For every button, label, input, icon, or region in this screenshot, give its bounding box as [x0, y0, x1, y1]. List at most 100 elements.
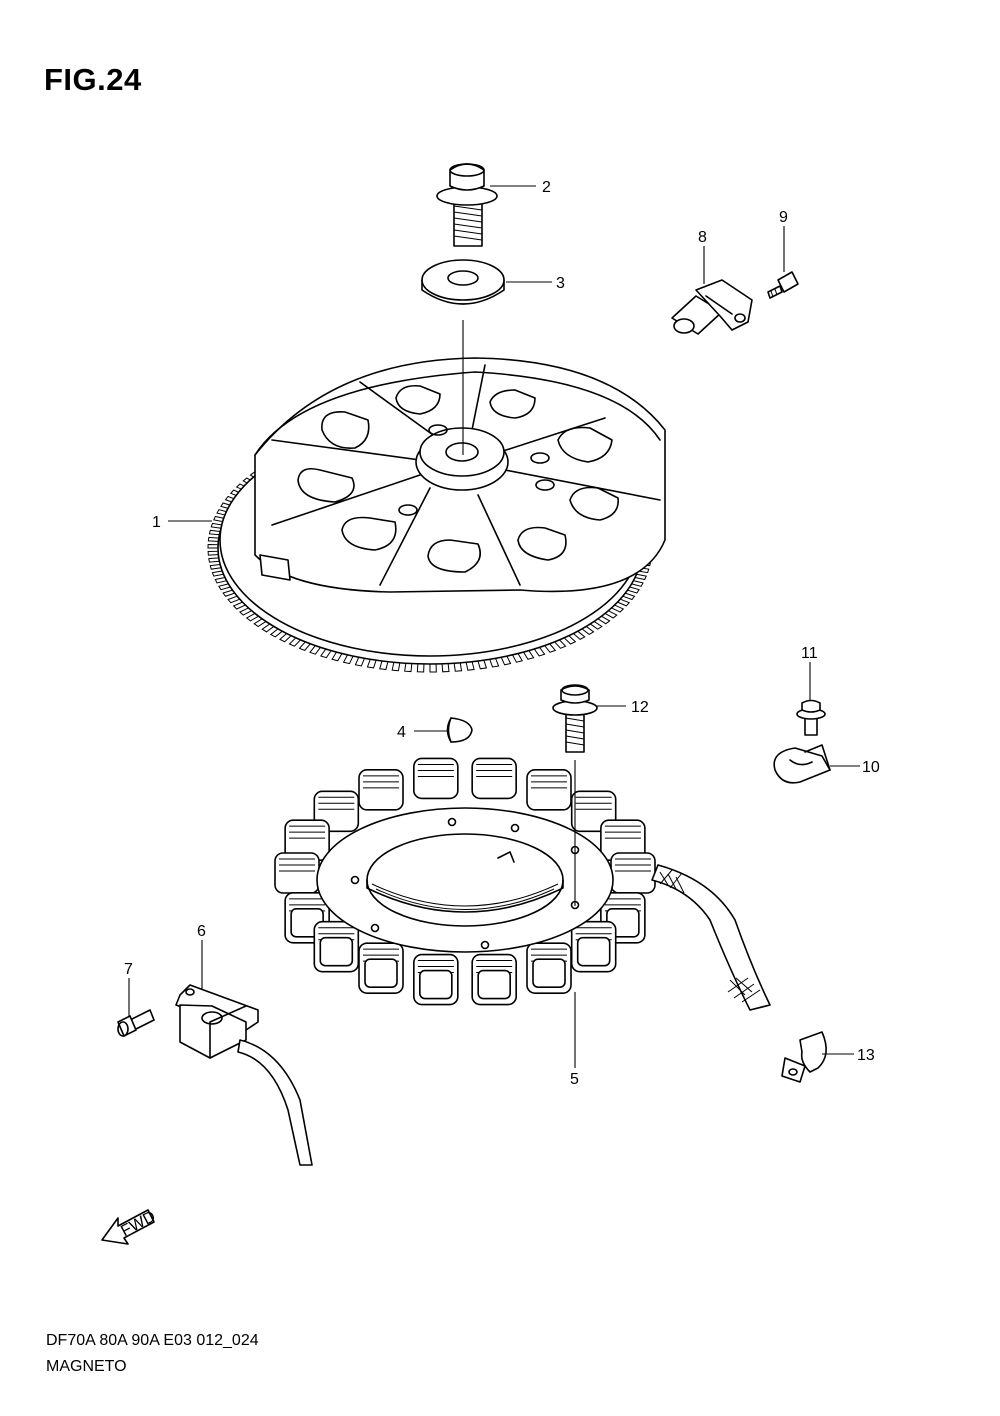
gear-tooth [391, 662, 401, 672]
gear-tooth [622, 592, 636, 601]
figure-title: FIG.24 [44, 62, 142, 97]
section-name: MAGNETO [46, 1358, 127, 1375]
gear-tooth [216, 509, 229, 516]
gear-tooth [589, 621, 603, 630]
gear-tooth [288, 637, 301, 647]
fwd-label: FWD [118, 1208, 158, 1240]
gear-tooth [220, 502, 233, 510]
callout-9: 9 [779, 209, 788, 226]
gear-tooth [554, 639, 567, 649]
gear-tooth [253, 618, 267, 628]
gear-tooth [224, 495, 238, 504]
callout-2: 2 [542, 179, 551, 196]
gear-tooth [617, 598, 631, 607]
callout-5: 5 [570, 1071, 579, 1088]
bolt-icon[interactable] [552, 684, 598, 753]
callout-10: 10 [862, 759, 880, 776]
flywheel-icon[interactable] [207, 357, 666, 673]
gear-tooth [278, 633, 292, 643]
callout-13: 13 [857, 1047, 875, 1064]
stator-pole [471, 953, 517, 1006]
gear-tooth [573, 630, 586, 640]
gear-tooth [465, 661, 475, 671]
gear-tooth [208, 529, 221, 536]
gear-tooth [512, 653, 523, 663]
gear-tooth [298, 641, 311, 651]
gear-tooth [227, 595, 240, 604]
bolt-icon[interactable] [796, 699, 826, 736]
gear-tooth [222, 589, 235, 597]
stator-pole [274, 852, 320, 894]
gear-tooth [611, 604, 625, 613]
gear-tooth [211, 570, 224, 577]
gear-tooth [261, 623, 275, 633]
gear-tooth [544, 643, 557, 653]
gear-tooth [218, 583, 231, 591]
stator-lead-wire [651, 864, 771, 1011]
gear-tooth [213, 515, 226, 523]
stator-poles [274, 757, 656, 1006]
screw-icon[interactable] [117, 1009, 155, 1037]
stator-pole [413, 953, 459, 1006]
clamp-icon[interactable] [773, 744, 831, 784]
callout-8: 8 [698, 229, 707, 246]
callout-7: 7 [124, 961, 133, 978]
stator-icon[interactable] [274, 757, 656, 1006]
gear-tooth [342, 654, 354, 665]
gear-tooth [207, 550, 219, 556]
callout-12: 12 [631, 699, 649, 716]
leader-lines [128, 185, 860, 1068]
gear-tooth [477, 660, 488, 670]
gear-tooth [239, 607, 252, 616]
gear-tooth [627, 586, 640, 594]
gear-tooth [631, 580, 644, 587]
gear-tooth [429, 663, 437, 673]
stator-pole [570, 920, 617, 973]
gear-tooth [453, 662, 463, 672]
gear-tooth [245, 613, 259, 622]
gear-tooth [331, 651, 343, 662]
gear-tooth [500, 655, 512, 666]
callout-1: 1 [152, 514, 161, 531]
gear-tooth [354, 657, 365, 667]
gear-tooth [634, 573, 647, 581]
gear-tooth [209, 564, 222, 570]
bolt-icon[interactable] [767, 271, 799, 299]
stator-pole [413, 757, 459, 800]
callout-6: 6 [197, 923, 206, 940]
gear-tooth [207, 543, 219, 549]
stator-pole [471, 757, 517, 800]
crank-position-sensor-icon[interactable] [671, 279, 753, 335]
gear-tooth [232, 601, 246, 610]
stator-pole [313, 920, 360, 973]
gear-tooth [489, 658, 500, 668]
gear-tooth [441, 663, 450, 673]
gear-tooth [533, 647, 546, 657]
gear-tooth [207, 536, 219, 542]
fwd-arrow-icon: FWD [101, 1208, 158, 1245]
flange-bolt-icon[interactable] [436, 163, 498, 247]
model-code: DF70A 80A 90A E03 012_024 [46, 1332, 259, 1349]
gear-tooth [404, 663, 413, 673]
pulser-lead-wire [237, 1039, 313, 1166]
gear-tooth [597, 615, 611, 625]
woodruff-key-icon[interactable] [446, 717, 473, 743]
callout-numbers: 1 2 3 4 5 6 7 8 9 10 11 12 13 [124, 179, 880, 1088]
gear-tooth [379, 660, 389, 671]
gear-tooth [416, 663, 425, 673]
pulser-coil-icon[interactable] [175, 984, 259, 1059]
washer-icon[interactable] [421, 259, 505, 305]
gear-tooth [604, 610, 618, 619]
stator-pole [526, 942, 572, 994]
callout-3: 3 [556, 275, 565, 292]
gear-tooth [581, 626, 595, 636]
clamp-icon[interactable] [781, 1031, 827, 1083]
stator-pole [358, 942, 404, 994]
gear-tooth [320, 648, 332, 659]
gear-tooth [309, 645, 321, 655]
callout-11: 11 [801, 645, 818, 662]
gear-tooth [366, 659, 377, 669]
stator-pole [526, 769, 572, 811]
gear-tooth [523, 650, 535, 660]
